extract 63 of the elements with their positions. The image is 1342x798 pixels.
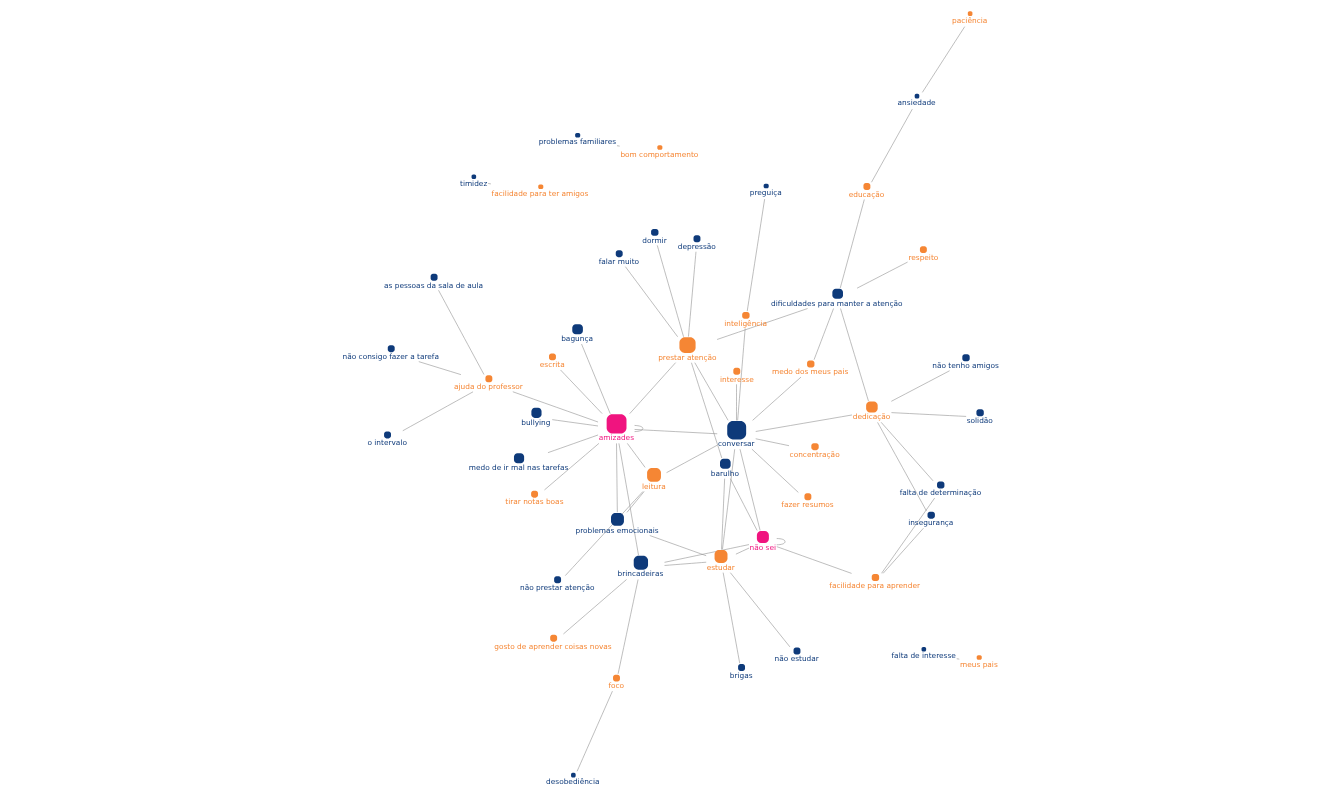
connector bbox=[755, 438, 790, 446]
connector bbox=[871, 108, 913, 183]
connector bbox=[721, 478, 725, 550]
connector bbox=[616, 145, 620, 147]
node-box bbox=[727, 420, 747, 440]
node-box bbox=[606, 414, 627, 434]
connector bbox=[438, 289, 485, 375]
connector bbox=[634, 425, 644, 432]
connector bbox=[922, 26, 965, 93]
connector bbox=[552, 419, 599, 427]
connector bbox=[840, 308, 869, 402]
connector bbox=[544, 443, 600, 491]
connector bbox=[739, 448, 761, 531]
connector bbox=[881, 497, 935, 574]
connector bbox=[576, 690, 613, 772]
connector bbox=[891, 412, 967, 417]
connector bbox=[618, 443, 639, 556]
connector bbox=[877, 422, 927, 512]
connector bbox=[418, 361, 462, 375]
connector bbox=[560, 369, 603, 414]
connector bbox=[649, 535, 707, 556]
connector bbox=[402, 391, 474, 432]
connector bbox=[625, 266, 678, 337]
connector bbox=[627, 443, 646, 468]
connector bbox=[547, 434, 599, 453]
connector bbox=[666, 444, 718, 473]
connector bbox=[735, 547, 750, 555]
connector bbox=[956, 658, 960, 660]
connector bbox=[722, 572, 740, 664]
connector bbox=[856, 261, 908, 289]
connector bbox=[617, 579, 639, 675]
connector bbox=[629, 362, 676, 414]
connector bbox=[716, 308, 808, 340]
connector bbox=[776, 546, 852, 574]
connector bbox=[730, 478, 758, 531]
connector bbox=[730, 572, 791, 648]
connector bbox=[880, 422, 934, 482]
connector bbox=[891, 370, 950, 402]
connector bbox=[664, 561, 707, 566]
connector bbox=[634, 429, 718, 435]
connector bbox=[839, 199, 865, 289]
connector bbox=[565, 491, 644, 576]
connector bbox=[694, 362, 729, 421]
connector bbox=[512, 391, 599, 423]
connector bbox=[688, 251, 697, 337]
connector bbox=[616, 443, 618, 513]
connector bbox=[626, 491, 645, 513]
connector bbox=[657, 245, 684, 337]
connector bbox=[563, 579, 627, 635]
connector bbox=[737, 328, 746, 421]
connector bbox=[776, 538, 786, 546]
connector bbox=[722, 449, 735, 550]
connector bbox=[882, 527, 924, 574]
connector bbox=[664, 544, 750, 563]
connector bbox=[581, 343, 611, 414]
connector bbox=[751, 448, 799, 493]
connector bbox=[813, 308, 834, 360]
connector bbox=[736, 384, 737, 421]
connector bbox=[487, 183, 492, 185]
connector bbox=[691, 362, 723, 459]
connector bbox=[755, 414, 853, 432]
connector bbox=[752, 376, 802, 421]
connector bbox=[746, 198, 765, 312]
